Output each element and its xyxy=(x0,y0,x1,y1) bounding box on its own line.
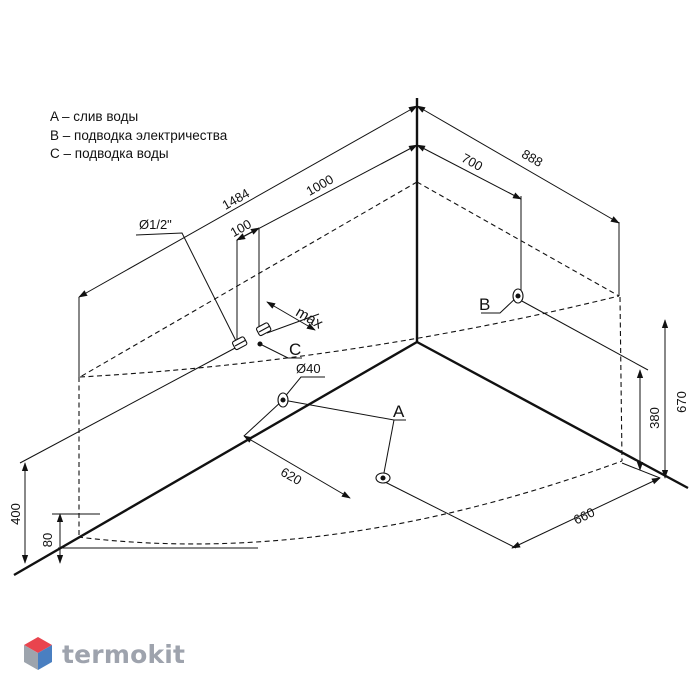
dim-380-label: 380 xyxy=(647,407,662,429)
dim-400-label: 400 xyxy=(8,503,23,525)
termokit-logo-icon xyxy=(24,637,52,670)
marker-a-leader-2 xyxy=(382,419,395,479)
dim-660-line xyxy=(511,477,661,549)
dim-1000-label: 1000 xyxy=(304,171,337,198)
marker-c-label: C xyxy=(289,340,301,359)
dim-660-label: 660 xyxy=(571,504,597,527)
drain-point-lower xyxy=(375,472,391,484)
tub-right-front-edge xyxy=(619,296,623,462)
dimension-labels: 1484 1000 100 700 888 620 660 400 80 380… xyxy=(8,146,689,547)
dimension-lines xyxy=(21,105,669,564)
dim-888-label: 888 xyxy=(519,146,545,170)
marker-a-leader-1 xyxy=(282,399,395,421)
marker-b-leader xyxy=(481,295,519,314)
tub-rim-front-arc xyxy=(79,295,620,378)
water-supply-fitting-right xyxy=(255,322,272,337)
dia-half-label: Ø1/2" xyxy=(139,217,172,232)
brand-watermark: termokit xyxy=(22,634,185,674)
dia-40-label: Ø40 xyxy=(296,361,321,376)
dim-100-line xyxy=(236,227,260,241)
dim-1000-line xyxy=(236,144,418,241)
water-supply-point xyxy=(257,341,263,347)
tub-rim-right-edge xyxy=(416,181,620,297)
marker-c-leader xyxy=(259,343,302,359)
left-floor-edge xyxy=(13,340,418,577)
dim-620-line xyxy=(243,435,351,499)
legend-item-b: B – подводка электричества xyxy=(50,127,228,143)
max-arrow xyxy=(266,301,316,331)
fittings xyxy=(231,288,524,484)
dim-670-label: 670 xyxy=(674,391,689,413)
point-markers: A B C xyxy=(289,295,490,421)
electric-supply-point xyxy=(512,288,524,304)
dim-620-label: 620 xyxy=(278,464,304,488)
tub-floor-front-arc xyxy=(77,460,623,545)
legend-item-c: C – подводка воды xyxy=(50,146,169,161)
legend-item-a: A – слив воды xyxy=(50,109,139,124)
dim-80-label: 80 xyxy=(40,533,55,547)
marker-a-label: A xyxy=(393,402,405,421)
dia-half-leader xyxy=(135,232,238,344)
dim-700-label: 700 xyxy=(459,150,485,174)
tub-rim-left-edge xyxy=(79,181,418,378)
leader-lines xyxy=(135,232,519,479)
dim-888-line xyxy=(416,105,620,224)
brand-name: termokit xyxy=(62,639,186,669)
max-label: max xyxy=(293,304,326,333)
dim-100-label: 100 xyxy=(228,216,254,240)
dia-40-leader xyxy=(282,376,325,400)
marker-b-label: B xyxy=(479,295,490,314)
legend: A – слив воды B – подводка электричества… xyxy=(50,108,227,164)
drain-point-upper xyxy=(277,392,289,408)
water-supply-fitting-left xyxy=(231,336,248,351)
